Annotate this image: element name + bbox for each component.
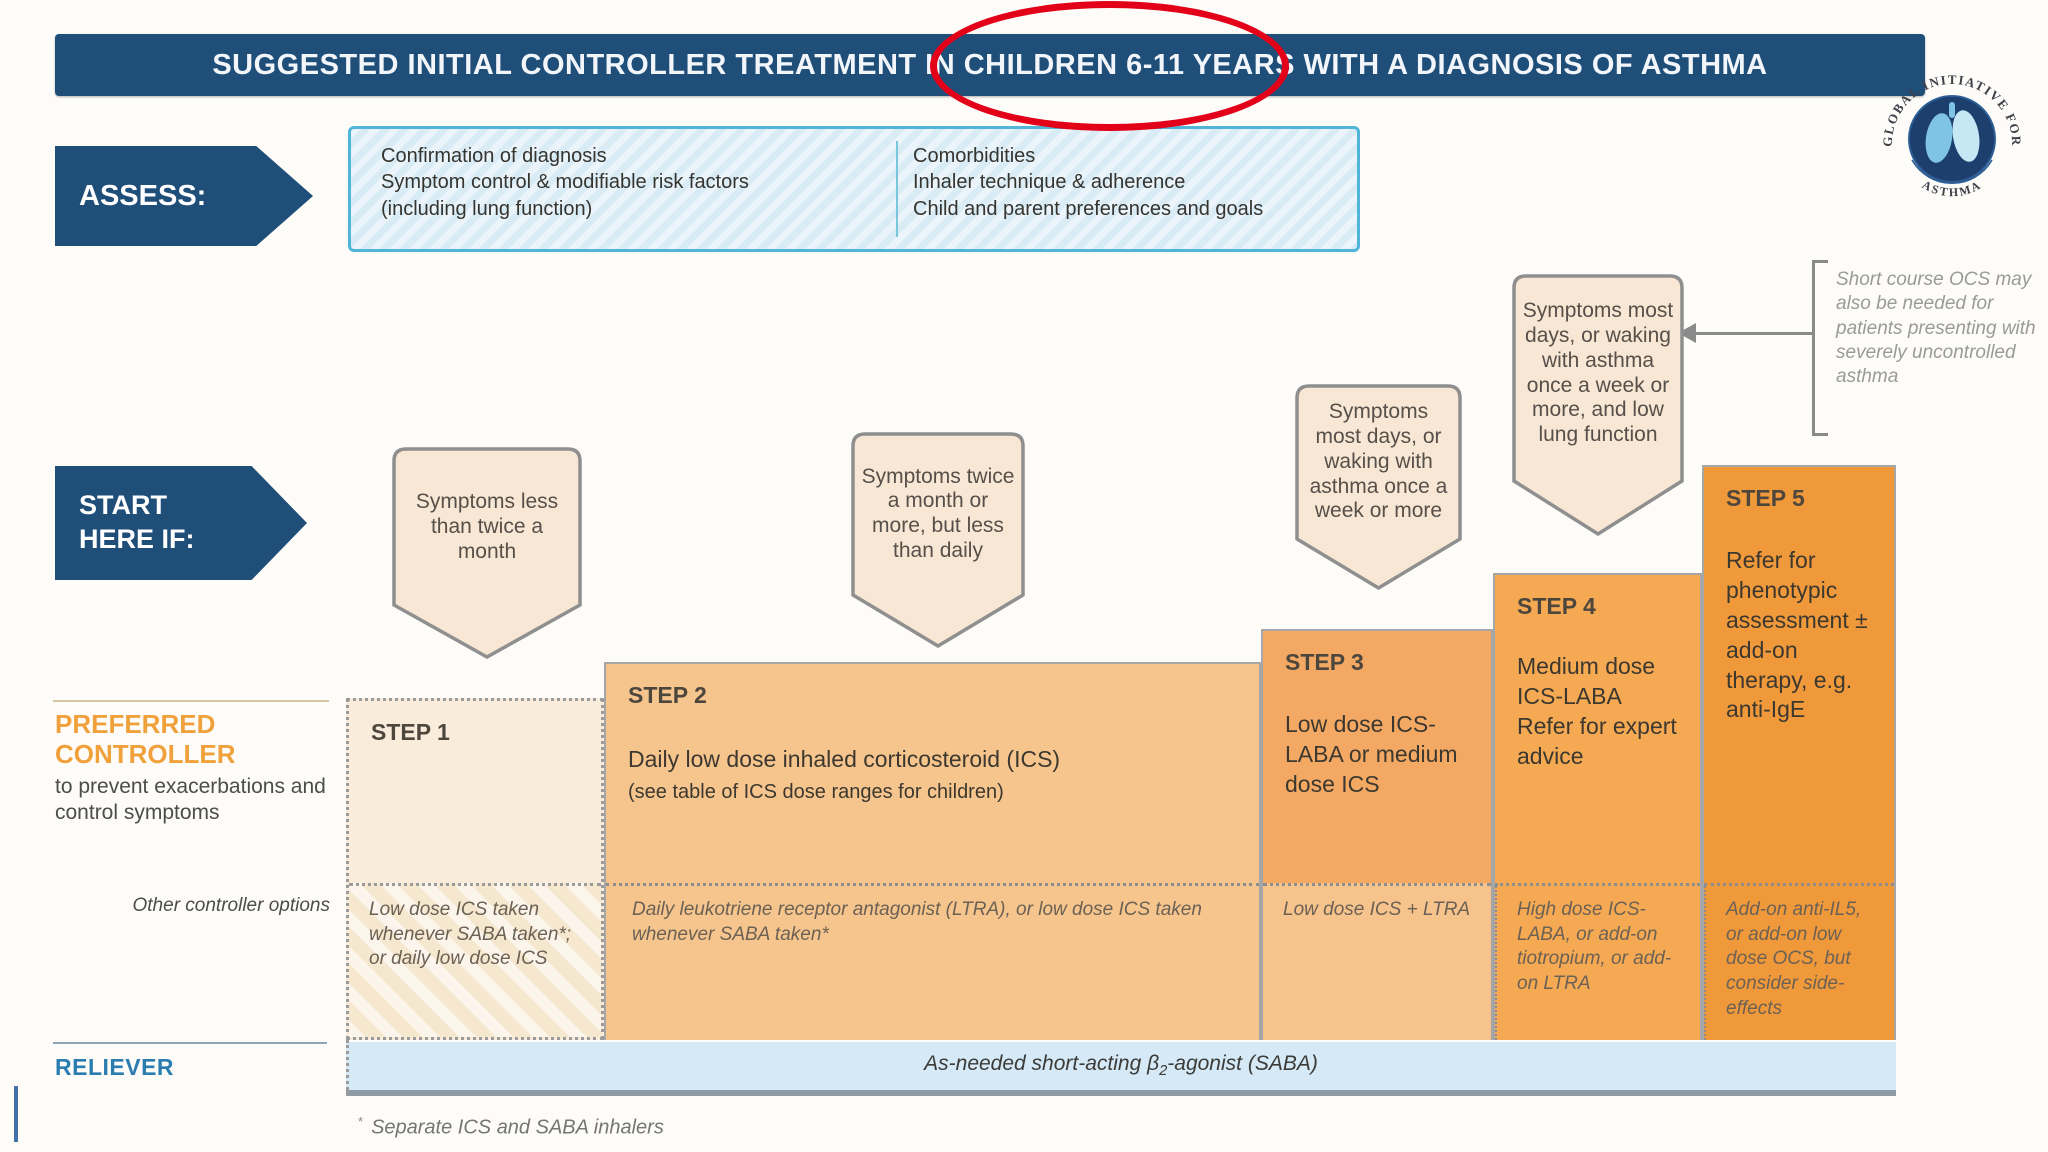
step4-preferred-main: Medium dose ICS-LABA	[1517, 653, 1656, 709]
assess-box: Confirmation of diagnosis Symptom contro…	[348, 126, 1360, 252]
step3-header: STEP 3	[1285, 649, 1364, 675]
other-controller-options-label: Other controller options	[132, 895, 331, 916]
symptom-bubble-text: Symptoms most days, or waking with asthm…	[1522, 299, 1674, 447]
step3-preferred-main: Low dose ICS-LABA or medium dose ICS	[1285, 711, 1458, 797]
symptom-bubble-step2: Symptoms twice a month or more, but less…	[851, 432, 1025, 648]
step4-column: STEP 4 Medium dose ICS-LABA Refer for ex…	[1493, 573, 1702, 1040]
step4-preferred-main2: Refer for expert advice	[1517, 712, 1677, 769]
step5-header: STEP 5	[1726, 485, 1805, 511]
assess-item: Confirmation of diagnosis	[381, 145, 607, 167]
divider-line	[53, 700, 329, 702]
step1-column: STEP 1 Low dose ICS taken whenever SABA …	[346, 698, 604, 1040]
preferred-label-line1: PREFERRED	[55, 709, 216, 739]
assess-item: Symptom control & modifiable risk factor…	[381, 171, 749, 194]
step5-other-options: Add-on anti-IL5, or add-on low dose OCS,…	[1704, 883, 1894, 1040]
step2-other-options: Daily leukotriene receptor antagonist (L…	[606, 883, 1259, 1040]
assess-item: Child and parent preferences and goals	[913, 197, 1264, 220]
preferred-controller-label: PREFERRED CONTROLLER to prevent exacerba…	[55, 709, 355, 826]
step3-column: STEP 3 Low dose ICS-LABA or medium dose …	[1261, 629, 1493, 1040]
step1-other-options: Low dose ICS taken whenever SABA taken*;…	[349, 883, 601, 1037]
step2-column: STEP 2 Daily low dose inhaled corticoste…	[604, 662, 1261, 1040]
step2-preferred-sub: (see table of ICS dose ranges for childr…	[628, 780, 1004, 803]
step5-column: STEP 5 Refer for phenotypic assessment ±…	[1702, 465, 1896, 1040]
symptom-bubble-step1: Symptoms less than twice a month	[392, 447, 582, 659]
step3-other-options: Low dose ICS + LTRA	[1263, 883, 1491, 1040]
start-here-arrow: START HERE IF:	[55, 466, 307, 580]
assess-arrow: ASSESS:	[55, 146, 313, 246]
step2-header: STEP 2	[628, 682, 707, 708]
step4-other-options: High dose ICS-LABA, or add-on tiotropium…	[1495, 883, 1700, 1040]
assess-item: (including lung function)	[381, 197, 593, 220]
svg-text:ASTHMA: ASTHMA	[1920, 177, 1984, 199]
footnote: * Separate ICS and SABA inhalers	[358, 1114, 664, 1140]
preferred-description: to prevent exacerbations and control sym…	[55, 774, 326, 825]
assess-divider	[896, 141, 898, 237]
step1-header: STEP 1	[371, 719, 450, 745]
ocs-note-text: Short course OCS may also be needed for …	[1836, 269, 2036, 388]
footnote-text: Separate ICS and SABA inhalers	[371, 1116, 664, 1139]
step4-header: STEP 4	[1517, 593, 1596, 619]
start-here-label-line1: START	[79, 490, 167, 521]
highlight-ellipse	[930, 1, 1289, 131]
step5-preferred-main: Refer for phenotypic assessment ± add-on…	[1726, 547, 1868, 723]
reliever-band-text: As-needed short-acting β2-agonist (SABA)	[924, 1052, 1318, 1080]
symptom-bubble-step3: Symptoms most days, or waking with asthm…	[1295, 384, 1462, 590]
gina-logo: GLOBAL INITIATIVE FOR ASTHMA	[1876, 60, 2028, 212]
symptom-bubble-text: Symptoms less than twice a month	[415, 490, 559, 563]
footnote-marker: *	[358, 1114, 364, 1129]
preferred-label-line2: CONTROLLER	[55, 738, 236, 769]
assess-left-column: Confirmation of diagnosis Symptom contro…	[381, 143, 881, 222]
assess-item: Inhaler technique & adherence	[913, 171, 1186, 194]
symptom-bubble-step4: Symptoms most days, or waking with asthm…	[1512, 274, 1684, 536]
step1-dotted-border-continuation	[346, 1040, 349, 1096]
shield-shape	[1512, 274, 1684, 536]
shield-shape	[851, 432, 1025, 648]
step2-preferred-main: Daily low dose inhaled corticosteroid (I…	[628, 746, 1061, 772]
assess-right-column: Comorbidities Inhaler technique & adhere…	[913, 143, 1343, 222]
assess-item: Comorbidities	[913, 145, 1036, 167]
divider-line	[53, 1042, 327, 1044]
reliever-label: RELIEVER	[55, 1054, 175, 1080]
cursor-artifact	[14, 1086, 18, 1142]
symptom-bubble-text: Symptoms most days, or waking with asthm…	[1309, 400, 1448, 523]
shield-shape	[1295, 384, 1462, 590]
assess-label: ASSESS:	[79, 179, 207, 212]
reliever-band: As-needed short-acting β2-agonist (SABA)	[346, 1042, 1896, 1096]
lungs-globe-icon: GLOBAL INITIATIVE FOR ASTHMA	[1880, 72, 2023, 199]
shield-shape	[392, 447, 582, 659]
ocs-note: Short course OCS may also be needed for …	[1812, 260, 2044, 436]
note-arrow-line	[1694, 332, 1812, 335]
symptom-bubble-text: Symptoms twice a month or more, but less…	[861, 464, 1015, 562]
bracket-icon	[1812, 260, 1828, 436]
start-here-label-line2: HERE IF:	[79, 524, 195, 554]
